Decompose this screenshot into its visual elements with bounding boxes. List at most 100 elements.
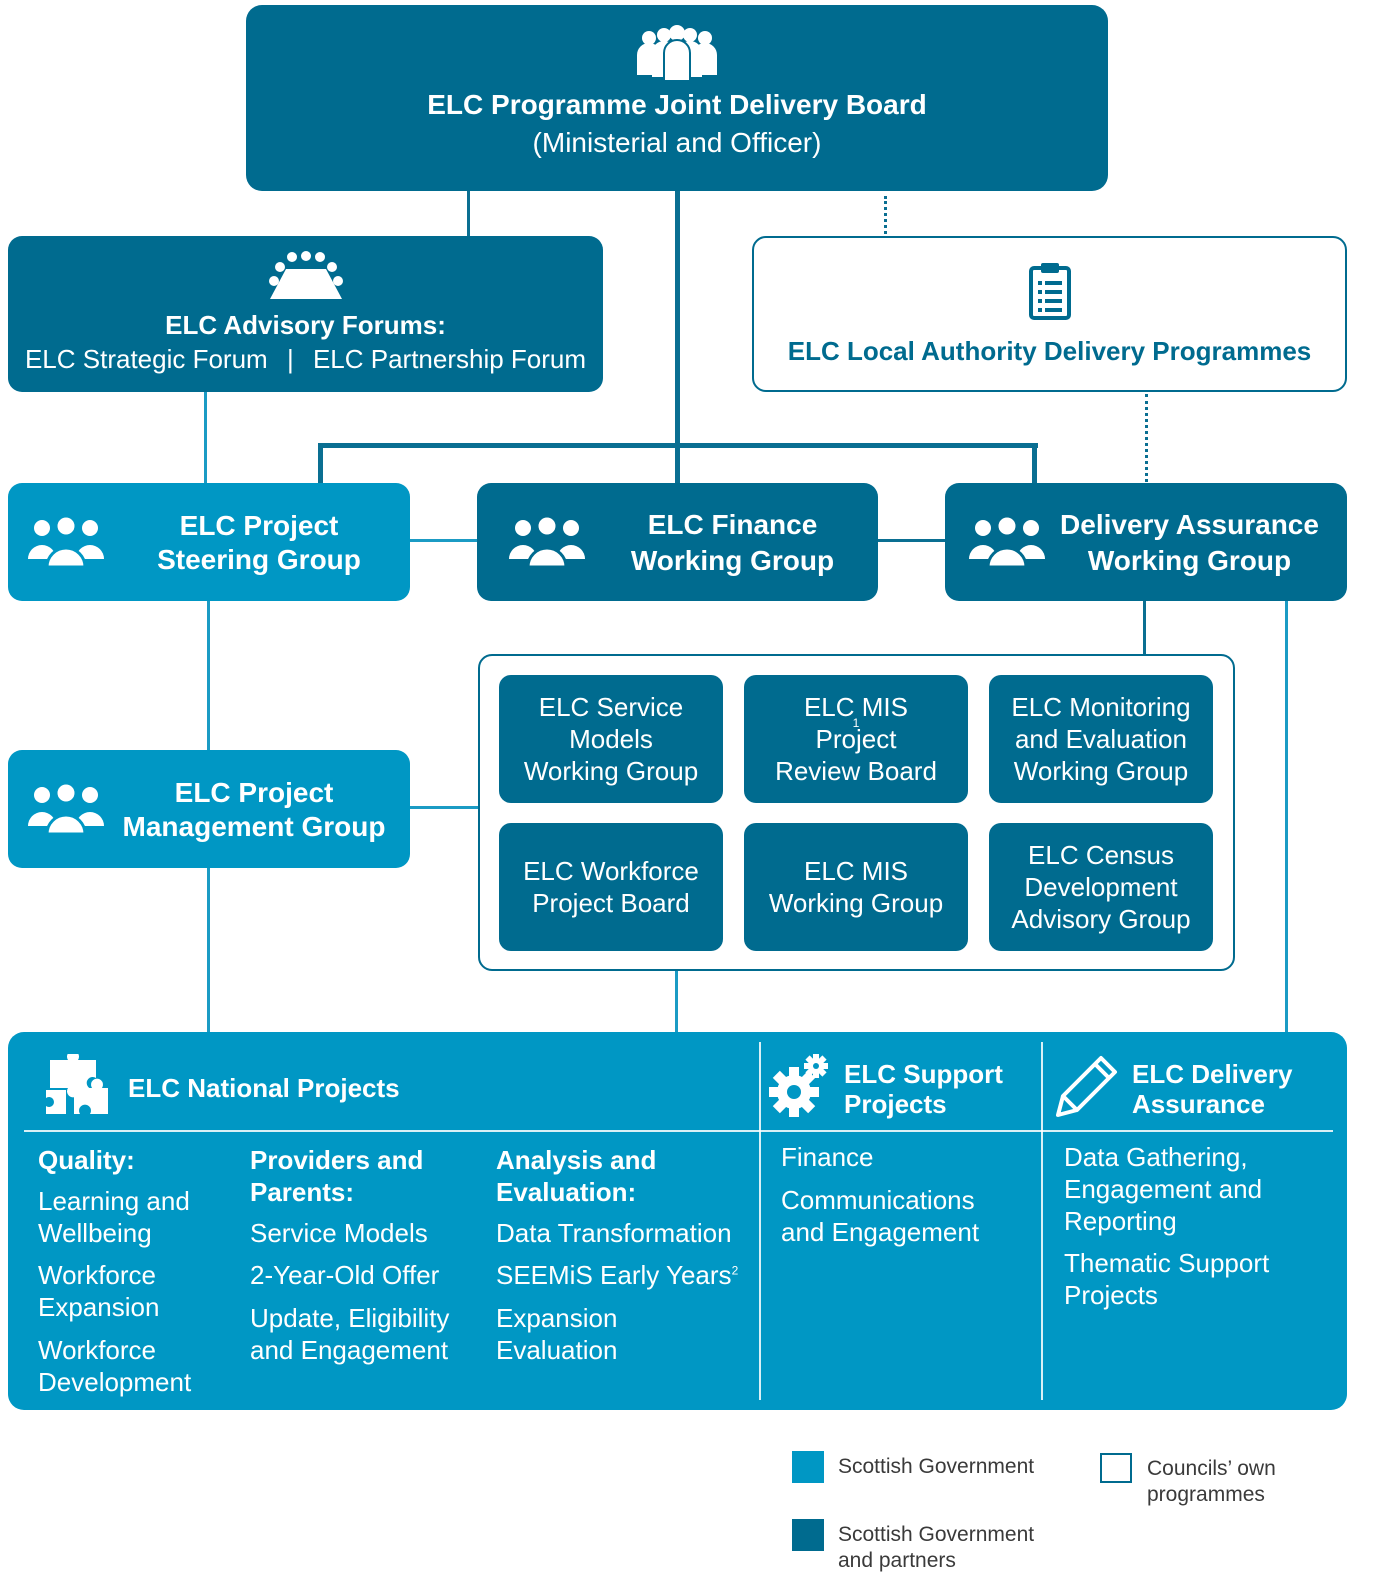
local-authority-title: ELC Local Authority Delivery Programmes	[787, 336, 1312, 366]
legend-swatch-sgp	[792, 1519, 824, 1551]
service-models-l3: Working Group	[523, 756, 699, 786]
connector-management-national	[207, 866, 210, 1034]
group-meeting-icon	[637, 25, 717, 81]
workforce-project-board: ELC Workforce Project Board	[499, 823, 723, 951]
forum-separator: |	[286, 344, 294, 374]
connector-local-assurance-dotted	[1145, 394, 1148, 482]
project-steering-group: ELC Project Steering Group	[8, 483, 410, 601]
people-icon	[28, 782, 104, 834]
providers-item: and Engagement	[250, 1335, 449, 1365]
connector-advisory-steering	[204, 390, 207, 485]
legend-swatch-own	[1100, 1453, 1132, 1483]
legend-label-sg: Scottish Government	[838, 1455, 1035, 1478]
joint-board-title: ELC Programme Joint Delivery Board	[427, 89, 927, 120]
delivery-item: Projects	[1064, 1280, 1158, 1310]
census-l3: Advisory Group	[1011, 904, 1191, 934]
national-projects-title: ELC National Projects	[128, 1073, 400, 1103]
delivery-item: Data Gathering,	[1064, 1142, 1248, 1172]
finance-working-group: ELC Finance Working Group	[477, 483, 878, 601]
steering-line2: Steering Group	[157, 544, 361, 575]
monitoring-l3: Working Group	[1013, 756, 1189, 786]
analysis-item: Data Transformation	[496, 1218, 732, 1248]
advisory-forums-box: ELC Advisory Forums: ELC Strategic Forum…	[8, 236, 603, 392]
pencil-icon	[1056, 1056, 1117, 1117]
people-icon	[28, 515, 104, 567]
advisory-forums-line: ELC Strategic Forum | ELC Partnership Fo…	[25, 341, 586, 377]
finance-line2: Working Group	[630, 545, 835, 576]
joint-delivery-board: ELC Programme Joint Delivery Board (Mini…	[246, 5, 1108, 191]
service-models-l2: Models	[569, 724, 653, 754]
column-divider-2	[1041, 1042, 1043, 1400]
connector-to-finance	[675, 443, 680, 485]
legend-label-own: Councils’ own programmes	[1147, 1456, 1276, 1508]
quality-item: Learning and	[38, 1186, 190, 1216]
people-icon	[509, 515, 585, 567]
delivery-assurance-working-group: Delivery Assurance Working Group	[945, 483, 1347, 601]
workforce-l1: ELC Workforce	[523, 856, 699, 886]
support-title-l1: ELC Support	[844, 1059, 1003, 1089]
connector-management-groups	[408, 806, 480, 809]
mis-working-l2: Working Group	[768, 888, 944, 918]
mis-review-l1-text: ELC MIS	[803, 692, 908, 722]
quality-item: Development	[38, 1367, 192, 1397]
analysis-heading-l1: Analysis and	[496, 1145, 657, 1175]
management-line2: Management Group	[122, 811, 386, 842]
legend-sgp-l1: Scottish Government	[838, 1523, 1035, 1546]
footnote-2: 2	[731, 1263, 739, 1278]
connector-groups-national	[675, 970, 678, 1034]
connector-to-assurance	[1032, 443, 1037, 485]
quality-heading: Quality:	[38, 1145, 135, 1175]
connector-assurance-groups	[1143, 600, 1146, 656]
analysis-item: SEEMiS Early Years2	[496, 1259, 738, 1291]
national-projects-panel	[8, 1032, 1347, 1410]
support-item: Finance	[781, 1142, 874, 1172]
quality-item: Workforce	[38, 1335, 156, 1365]
connector-assurance-national	[1285, 600, 1288, 1034]
providers-heading-l1: Providers and	[250, 1145, 424, 1175]
gears-icon	[769, 1054, 828, 1117]
project-management-group: ELC Project Management Group	[8, 750, 410, 868]
providers-item: Service Models	[250, 1218, 428, 1248]
assurance-line2: Working Group	[1087, 545, 1292, 576]
mis-working-group: ELC MIS Working Group	[744, 823, 968, 951]
providers-item: 2-Year-Old Offer	[250, 1260, 440, 1290]
analysis-heading-l2: Evaluation:	[496, 1177, 637, 1207]
header-divider	[24, 1130, 1333, 1132]
census-l2: Development	[1024, 872, 1178, 902]
quality-item: Wellbeing	[38, 1218, 152, 1248]
analysis-item: Expansion	[496, 1303, 618, 1333]
providers-item: Update, Eligibility	[250, 1303, 450, 1333]
monitoring-l2: and Evaluation	[1014, 724, 1187, 754]
delivery-item: Engagement and	[1064, 1174, 1263, 1204]
providers-heading-l2: Parents:	[250, 1177, 355, 1207]
clipboard-icon	[1028, 263, 1071, 320]
quality-item: Workforce	[38, 1260, 156, 1290]
support-title: ELC Support Projects	[844, 1059, 1003, 1119]
people-icon	[969, 515, 1045, 567]
mis-review-l3: Review Board	[775, 756, 937, 786]
support-item: Communications	[781, 1185, 975, 1215]
analysis-item: Evaluation	[496, 1335, 618, 1365]
delivery-item: Reporting	[1064, 1206, 1177, 1236]
monitoring-l1: ELC Monitoring	[1011, 692, 1191, 722]
steering-line1: ELC Project	[179, 510, 339, 541]
connector-board-local-dotted	[884, 196, 887, 234]
connector-finance-assurance	[877, 539, 947, 542]
conference-table-icon	[268, 251, 343, 299]
assurance-line1: Delivery Assurance	[1060, 509, 1319, 540]
connector-board-main	[675, 190, 680, 448]
support-title-l2: Projects	[844, 1089, 947, 1119]
support-item: and Engagement	[781, 1217, 980, 1247]
census-l1: ELC Census	[1028, 840, 1174, 870]
connector-board-advisory	[467, 190, 470, 238]
delivery-item: Thematic Support	[1064, 1248, 1270, 1278]
quality-item: Expansion	[38, 1292, 160, 1322]
management-line1: ELC Project	[174, 777, 334, 808]
legend-swatch-sg	[792, 1451, 824, 1483]
service-models-working-group: ELC Service Models Working Group	[499, 675, 723, 803]
strategic-forum-label: ELC Strategic Forum	[24, 344, 268, 374]
delivery-title-l2: Assurance	[1132, 1089, 1265, 1119]
joint-board-subtitle: (Ministerial and Officer)	[532, 127, 822, 158]
